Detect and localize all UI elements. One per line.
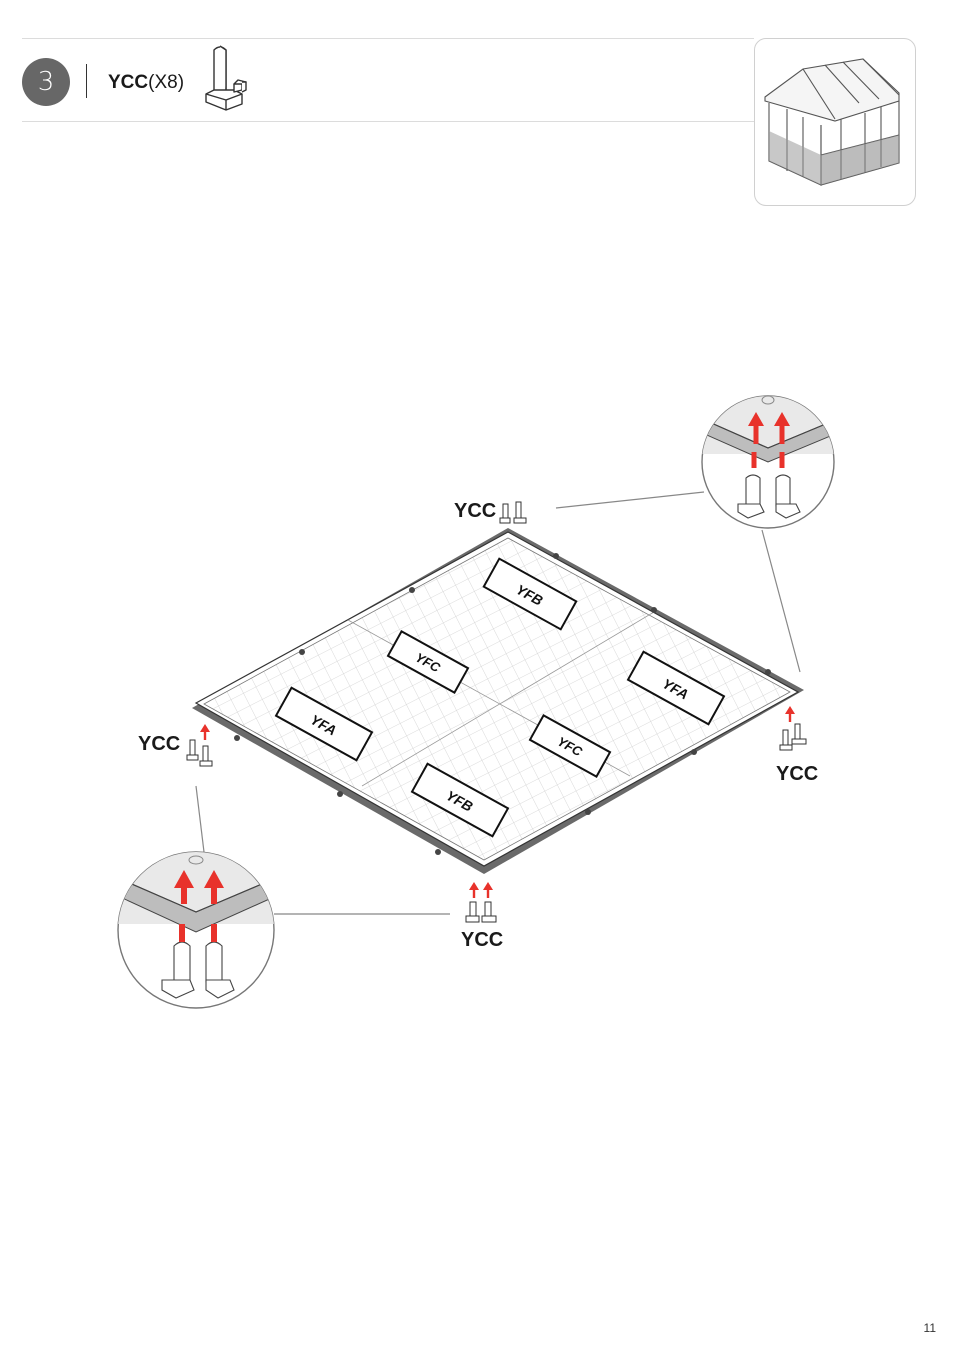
corner-detail-top-right <box>700 394 840 528</box>
connector-pair-right <box>780 706 806 750</box>
callout-ycc-top: YCC <box>454 500 496 523</box>
callout-ycc-bottom: YCC <box>461 929 503 952</box>
connector-pair-top <box>500 502 526 523</box>
connector-pair-bottom <box>466 882 496 922</box>
page-number: 11 <box>924 1321 936 1335</box>
callout-ycc-right: YCC <box>776 763 818 786</box>
callout-ycc-left: YCC <box>138 733 180 756</box>
corner-detail-bottom-left <box>118 852 278 1008</box>
connector-pair-left <box>187 724 212 766</box>
